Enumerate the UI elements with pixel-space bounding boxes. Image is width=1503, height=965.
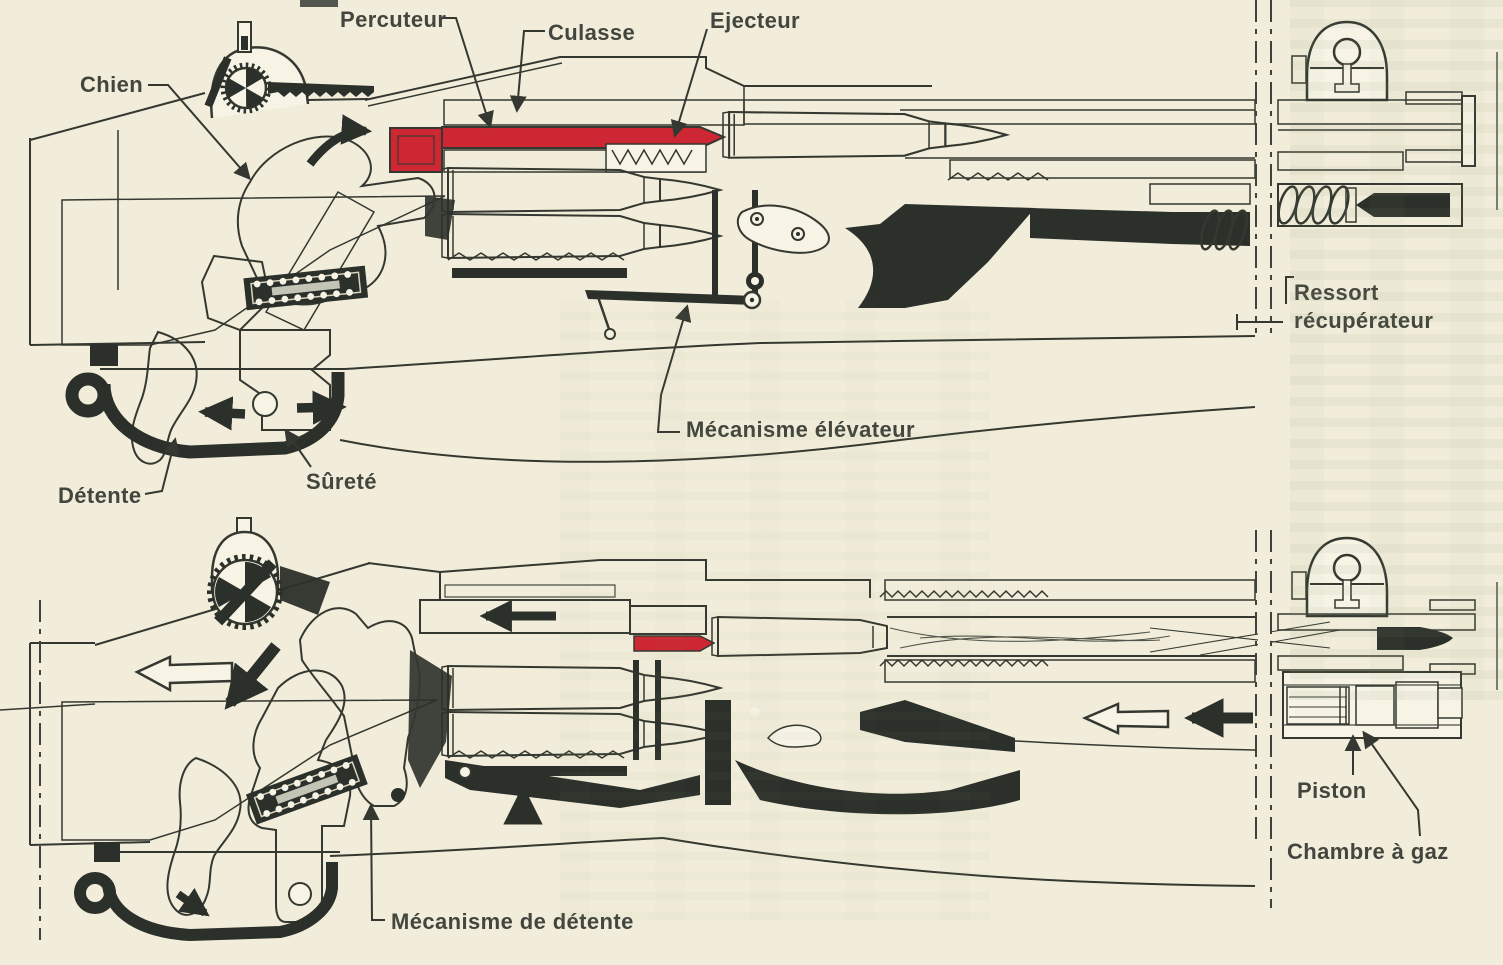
hollow-gas-arrow-icon — [1081, 702, 1170, 735]
piston-body — [1286, 686, 1350, 725]
hollow-recoil-arrow-icon — [134, 655, 234, 693]
safety-red-diagonal — [264, 190, 376, 331]
trigger-blue — [166, 756, 242, 916]
hammer-spring-guide — [243, 265, 369, 311]
trigger-motion-arrow-icon — [175, 887, 210, 917]
label-ejecteur: Ejecteur — [710, 8, 801, 33]
elevator-linkage — [445, 700, 1020, 815]
magazine-floor — [447, 252, 625, 261]
label-mecanisme-elevateur: Mécanisme élévateur — [686, 417, 915, 442]
rear-sight-drum — [207, 517, 330, 630]
label-ressort-recuperateur: Ressort récupérateur — [1294, 280, 1434, 333]
label-surete: Sûreté — [306, 469, 377, 494]
cocking-piece-housing — [204, 21, 374, 119]
label-piston: Piston — [1297, 778, 1367, 803]
magazine-wall — [655, 660, 661, 760]
hammer-motion-arrow-icon — [224, 642, 281, 710]
fired-bullet — [1377, 627, 1453, 650]
hammer-spring-guide — [245, 754, 368, 825]
trigger-guard — [65, 344, 345, 459]
sawtooth-rack — [268, 82, 374, 97]
extracted-case — [711, 615, 1171, 658]
firing-pin-tip-red — [633, 635, 716, 652]
safety-red — [239, 329, 331, 431]
operating-rod — [425, 196, 1250, 308]
trigger-guard — [74, 842, 340, 942]
charging-motion-arrow-icon — [306, 114, 373, 167]
trigger-group — [166, 607, 452, 923]
top-view-cutaway — [29, 20, 1476, 465]
label-leaders — [144, 17, 1421, 921]
label-percuteur: Percuteur — [340, 7, 447, 32]
firing-pin-red — [389, 126, 727, 173]
receiver-cover — [364, 56, 932, 107]
magazine-wall — [633, 660, 639, 760]
gas-swirl-lines — [889, 627, 1171, 649]
rifling-lines — [1149, 621, 1341, 656]
trigger-blue — [130, 330, 198, 465]
magazine-floorplate — [452, 268, 627, 278]
gas-system — [1277, 536, 1476, 739]
barrel-thread — [947, 172, 1049, 181]
motion-arrow-left-icon — [198, 396, 246, 431]
magazine-wall — [712, 190, 718, 302]
magazine-floor — [447, 750, 625, 759]
motion-arrow-right-icon — [296, 390, 347, 425]
ejector-spring — [605, 143, 707, 173]
stock-outline — [0, 562, 1256, 887]
magazine-wall — [752, 190, 758, 302]
barrel-hatch-upper — [743, 99, 1256, 125]
piston-head — [1356, 193, 1450, 217]
magazine-cartridge — [441, 665, 721, 711]
stock-wrist-crosshatch — [61, 195, 446, 346]
hammer-blue-cocked — [298, 607, 421, 807]
label-detente: Détente — [58, 483, 142, 508]
stock-outline — [29, 92, 1256, 463]
recoil-spring-rear — [1149, 183, 1251, 251]
label-chambre-a-gaz: Chambre à gaz — [1287, 839, 1449, 864]
magazine-cartridge — [441, 213, 721, 259]
trigger-group — [130, 135, 436, 465]
stock-wrist-crosshatch — [61, 699, 438, 841]
label-culasse: Culasse — [548, 20, 636, 45]
bolt-carrier — [419, 559, 871, 652]
elevator-mechanism — [585, 290, 762, 340]
break-lines — [39, 0, 1272, 940]
magazine-cartridge — [441, 711, 721, 757]
magazine-cartridge — [441, 167, 721, 213]
bolt-crosshatch — [629, 605, 707, 635]
label-chien: Chien — [80, 72, 144, 97]
bottom-view-cutaway — [0, 517, 1476, 942]
chambered-cartridge — [721, 110, 1008, 159]
gas-chamber — [1355, 685, 1395, 726]
label-mecanisme-de-detente: Mécanisme de détente — [391, 909, 634, 934]
gas-block-front — [1277, 20, 1476, 227]
scan-edge-mark — [300, 0, 338, 7]
